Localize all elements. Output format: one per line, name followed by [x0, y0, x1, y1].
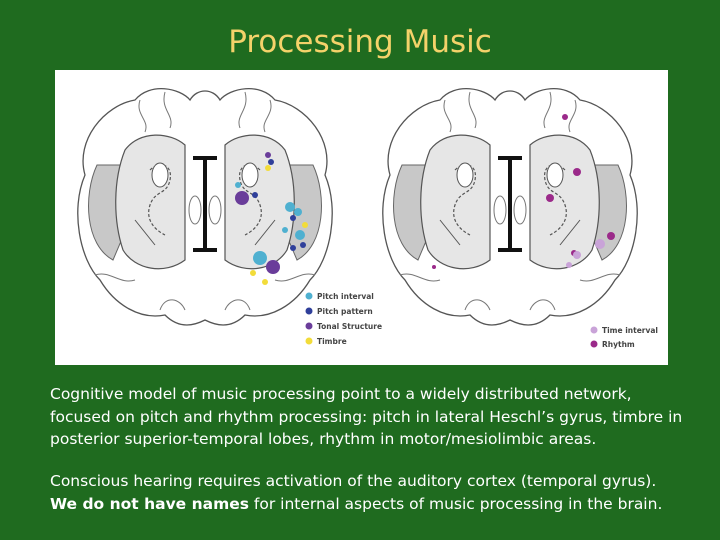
brain-diagram: Pitch interval Pitch pattern Tonal Struc…	[75, 86, 658, 349]
dot-timbre	[265, 165, 271, 171]
legend-label: Timbre	[317, 337, 347, 346]
dot-tonal	[265, 152, 271, 158]
legend-label: Rhythm	[602, 340, 635, 349]
right-activation-dots	[432, 114, 615, 269]
dot-rhythm	[546, 194, 554, 202]
conclusion-emphasis: We do not have names	[50, 494, 249, 513]
dot-pitch-interval	[282, 227, 288, 233]
dot-rhythm	[607, 232, 615, 240]
dot-tonal	[235, 191, 249, 205]
left-legend: Pitch interval Pitch pattern Tonal Struc…	[305, 292, 382, 346]
dot-time-interval	[595, 239, 605, 249]
conclusion-rest: for internal aspects of music processing…	[248, 494, 663, 513]
dot-timbre	[302, 222, 308, 228]
dot-rhythm	[573, 168, 581, 176]
brain-figure: Pitch interval Pitch pattern Tonal Struc…	[55, 70, 668, 365]
dot-rhythm	[432, 265, 436, 269]
dot-tonal	[266, 260, 280, 274]
dot-timbre	[262, 279, 268, 285]
dot-pitch-pattern	[290, 215, 296, 221]
legend-label: Time interval	[602, 326, 658, 335]
dot-pitch-pattern	[252, 192, 258, 198]
dot-pitch-interval	[235, 182, 241, 188]
legend-label: Pitch pattern	[317, 307, 373, 316]
dot-pitch-pattern	[300, 242, 306, 248]
dot-time-interval	[573, 251, 581, 259]
dot-pitch-interval	[285, 202, 295, 212]
dot-pitch-interval	[295, 230, 305, 240]
conclusion-intro: Conscious hearing requires activation of…	[50, 472, 657, 490]
dot-rhythm	[562, 114, 568, 120]
conclusion-paragraph: Conscious hearing requires activation of…	[50, 470, 690, 515]
right-brain	[380, 86, 640, 328]
left-activation-dots	[235, 152, 308, 285]
legend-label: Tonal Structure	[317, 322, 382, 331]
dot-time-interval	[566, 262, 572, 268]
legend-label: Pitch interval	[317, 292, 374, 301]
right-legend: Time interval Rhythm	[590, 326, 658, 349]
slide-title: Processing Music	[228, 24, 492, 60]
dot-timbre	[250, 270, 256, 276]
dot-pitch-interval	[253, 251, 267, 265]
dot-pitch-interval	[294, 208, 302, 216]
dot-pitch-pattern	[290, 245, 296, 251]
dot-pitch-pattern	[268, 159, 274, 165]
description-paragraph: Cognitive model of music processing poin…	[50, 385, 683, 448]
